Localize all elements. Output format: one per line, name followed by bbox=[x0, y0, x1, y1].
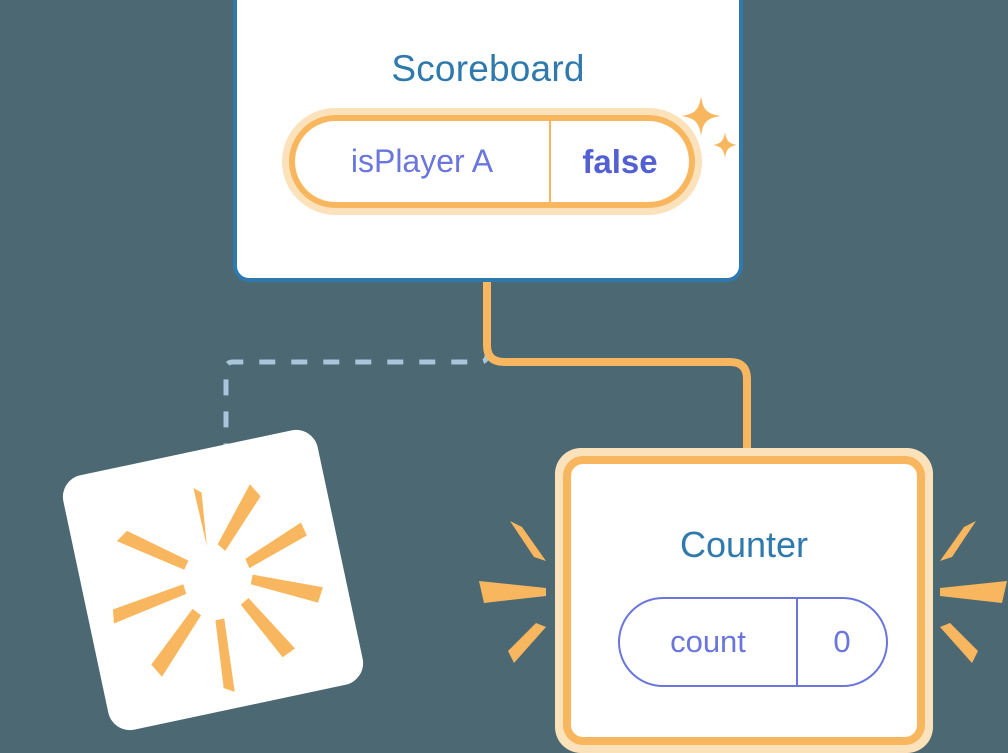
scoreboard-state-value: false bbox=[582, 142, 658, 180]
burst-rays-left-icon bbox=[470, 495, 550, 685]
scoreboard-state-pill[interactable]: isPlayer A false bbox=[282, 108, 702, 215]
connector-scoreboard-to-counter bbox=[483, 280, 751, 462]
counter-state-value: 0 bbox=[833, 624, 851, 659]
scoreboard-state-key: isPlayer A bbox=[295, 121, 551, 202]
sparkle-icon bbox=[675, 92, 745, 162]
node-card-scoreboard[interactable]: Scoreboard isPlayer A false bbox=[233, 0, 743, 282]
scoreboard-state-pill-inner: isPlayer A false bbox=[289, 115, 695, 208]
burst-rays-right-icon bbox=[936, 495, 1008, 685]
node-card-counter[interactable]: Counter count 0 bbox=[555, 448, 933, 753]
scoreboard-title: Scoreboard bbox=[391, 48, 585, 89]
counter-state-key: count bbox=[620, 599, 798, 685]
node-card-counter-inner: Counter count 0 bbox=[563, 456, 925, 745]
counter-state-pill[interactable]: count 0 bbox=[618, 597, 888, 687]
counter-title: Counter bbox=[679, 524, 809, 565]
burst-rays-icon bbox=[112, 484, 323, 692]
node-card-burst[interactable] bbox=[58, 425, 368, 735]
